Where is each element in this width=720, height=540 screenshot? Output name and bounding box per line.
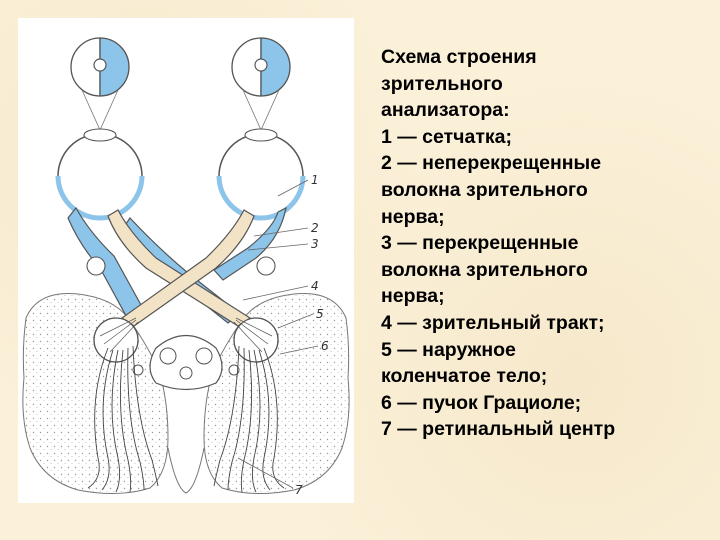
gratiolet-bundle [87,345,285,493]
caption-item-5-cont: коленчатое тело; [381,365,548,388]
caption-item-4: 4 — зрительный тракт; [381,311,605,334]
label-6: 6 [321,339,329,353]
label-1: 1 [311,173,319,187]
crossed-fibers [107,209,255,327]
diagram-caption: Схема строения зрительного анализатора: … [381,44,711,443]
label-3: 3 [311,237,319,251]
left-eye [55,128,145,221]
caption-item-5: 5 — наружное [381,338,516,361]
label-5: 5 [316,307,324,321]
left-visual-field [70,37,130,97]
caption-item-7: 7 — ретинальный центр [381,418,616,441]
caption-item-2-cont: нерва; [381,205,445,228]
caption-title-line-2: зрительного [381,72,503,95]
right-visual-field [231,37,291,97]
label-7: 7 [295,483,303,497]
brain-hemispheres [22,293,350,495]
caption-item-2-cont: волокна зрительного [381,178,588,201]
caption-item-3-cont: волокна зрительного [381,258,588,281]
right-eye [216,128,306,221]
caption-item-6: 6 — пучок Грациоле; [381,391,582,414]
label-4: 4 [311,279,319,293]
caption-item-1: 1 — сетчатка; [381,125,512,148]
midbrain [132,335,240,391]
label-pointers [237,179,319,489]
caption-title-line-1: Схема строения [381,46,537,68]
visual-pathway-diagram: 1 2 3 4 5 6 7 [18,18,354,503]
label-2: 2 [311,221,319,235]
caption-item-3: 3 — перекрещенные [381,232,579,255]
caption-title-line-3: анализатора: [381,99,510,122]
lateral-geniculate-bodies [86,256,279,363]
caption-item-3-cont: нерва; [381,285,445,308]
fiber-fans [99,317,273,353]
caption-item-2: 2 — неперекрещенные [381,152,602,175]
